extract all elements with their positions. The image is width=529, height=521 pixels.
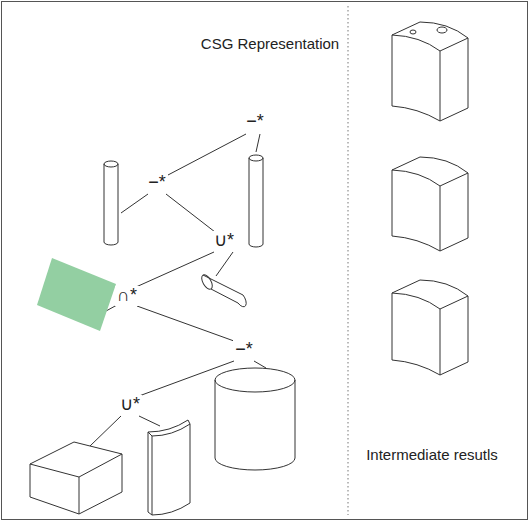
intermediate-result-1 <box>392 22 468 121</box>
cylinder-thin-left <box>104 161 118 245</box>
operation-symbol: ∪* <box>212 231 236 251</box>
tree-lines <box>90 134 266 446</box>
cylinder-large <box>215 368 295 470</box>
operation-symbol: −* <box>146 173 168 193</box>
curved-plate <box>148 420 190 515</box>
operation-symbol: ∩* <box>115 286 139 306</box>
box <box>30 442 122 514</box>
intermediate-result-2 <box>392 157 468 251</box>
operation-symbol: ∪* <box>118 395 142 415</box>
cylinder-thin-right <box>249 155 263 247</box>
cylinder-horizontal <box>200 273 247 307</box>
panel-heading: Intermediate resutls <box>366 447 498 464</box>
operation-symbol: −* <box>244 112 266 132</box>
operation-symbol: −* <box>233 340 255 360</box>
half-space <box>37 258 116 331</box>
divider <box>348 6 349 515</box>
panel-title: CSG Representation <box>201 36 339 53</box>
intermediate-result-3 <box>392 280 468 375</box>
